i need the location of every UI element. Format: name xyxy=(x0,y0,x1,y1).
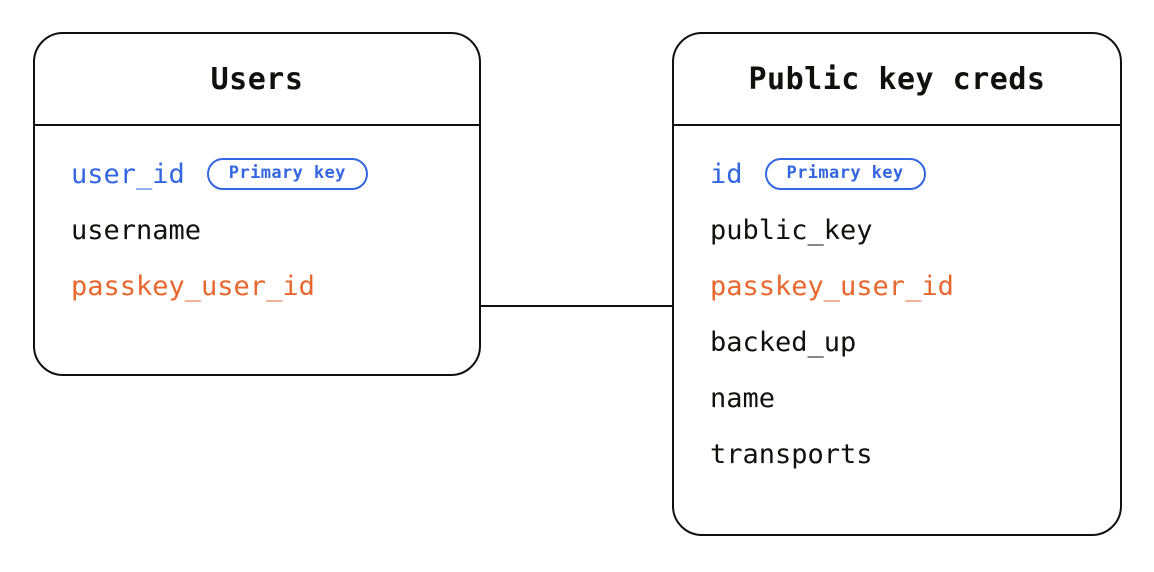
field-name-public-key: public_key xyxy=(710,214,873,246)
primary-key-badge: Primary key xyxy=(764,158,926,190)
entity-box-users[interactable]: Users user_id Primary key username passk… xyxy=(33,32,481,376)
primary-key-badge: Primary key xyxy=(206,158,368,190)
field-row-public-key[interactable]: public_key xyxy=(710,211,1120,249)
entity-field-list-users: user_id Primary key username passkey_use… xyxy=(35,126,479,333)
field-name-user-id: user_id xyxy=(71,158,185,190)
field-row-passkey-user-id[interactable]: passkey_user_id xyxy=(71,267,479,305)
field-name-transports: transports xyxy=(710,438,873,470)
field-row-passkey-user-id[interactable]: passkey_user_id xyxy=(710,267,1120,305)
field-row-backed-up[interactable]: backed_up xyxy=(710,323,1120,361)
entity-title-users: Users xyxy=(210,61,304,97)
field-name-passkey-user-id: passkey_user_id xyxy=(71,270,315,302)
entity-field-list-public-key-creds: id Primary key public_key passkey_user_i… xyxy=(674,126,1120,501)
entity-header-users: Users xyxy=(35,34,479,126)
relationship-connector-line xyxy=(479,305,674,307)
field-name-passkey-user-id: passkey_user_id xyxy=(710,270,954,302)
entity-box-public-key-creds[interactable]: Public key creds id Primary key public_k… xyxy=(672,32,1122,536)
field-row-user-id[interactable]: user_id Primary key xyxy=(71,155,479,193)
field-row-name[interactable]: name xyxy=(710,379,1120,417)
field-name-backed-up: backed_up xyxy=(710,326,857,358)
field-name-username: username xyxy=(71,214,202,246)
entity-header-public-key-creds: Public key creds xyxy=(674,34,1120,126)
field-row-username[interactable]: username xyxy=(71,211,479,249)
field-name-name: name xyxy=(710,382,776,414)
field-row-transports[interactable]: transports xyxy=(710,435,1120,473)
field-name-id: id xyxy=(710,158,743,190)
field-row-id[interactable]: id Primary key xyxy=(710,155,1120,193)
entity-title-public-key-creds: Public key creds xyxy=(748,61,1046,97)
